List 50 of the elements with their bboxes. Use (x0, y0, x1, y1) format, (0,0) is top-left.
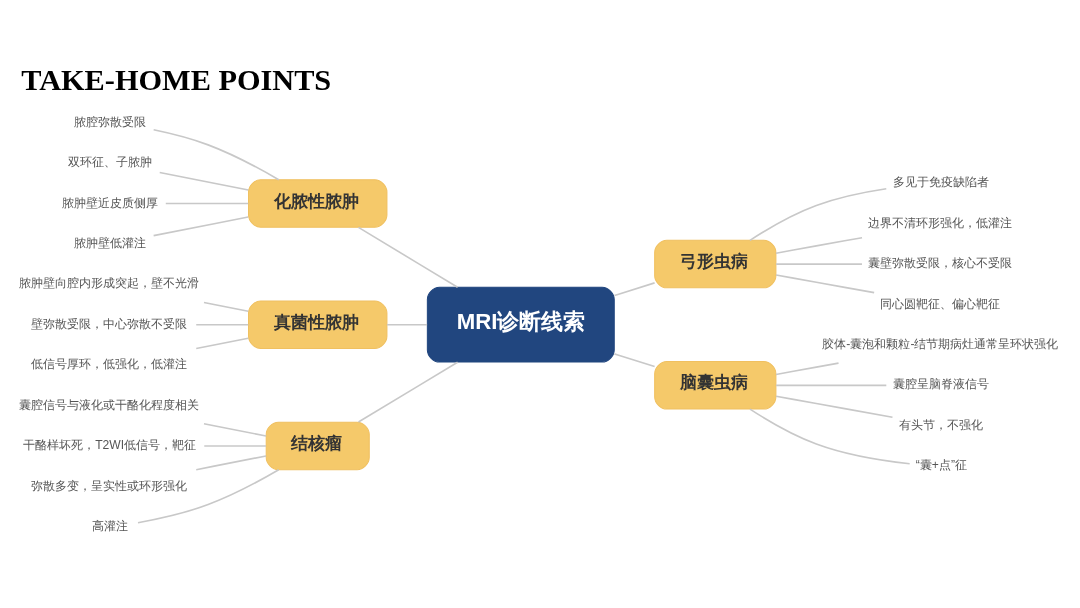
node-text: 双环征、子脓肿 (67, 155, 152, 170)
node-text: 多见于免疫缺陷者 (892, 175, 989, 190)
node-box: 弓形虫病 (654, 239, 777, 289)
node-box: 真菌性脓肿 (248, 300, 388, 349)
connector (203, 422, 267, 437)
connector (164, 202, 250, 205)
node-text: 囊腔呈脑脊液信号 (892, 377, 989, 392)
connector (613, 282, 656, 297)
connector (357, 226, 459, 288)
connector (749, 408, 911, 465)
connector (137, 468, 280, 524)
node-box: 脑囊虫病 (654, 361, 777, 410)
connector (195, 323, 250, 326)
node-text: 脓肿壁近皮质侧厚 (61, 195, 158, 210)
node-text: 有头节，不强化 (898, 417, 983, 432)
connector (152, 128, 280, 181)
connector (195, 337, 250, 350)
connector (775, 274, 875, 294)
connector (749, 187, 888, 242)
connector (613, 353, 656, 368)
connector (195, 455, 267, 471)
connector (203, 445, 267, 447)
node-text: 脓肿壁向腔内形成突起，壁不光滑 (19, 276, 200, 291)
node-text: 胶体-囊泡和颗粒-结节期病灶通常呈环状强化 (822, 337, 1059, 352)
node-box: 化脓性脓肿 (248, 179, 388, 228)
connector (158, 171, 250, 191)
node-box: 结核瘤 (265, 421, 370, 471)
node-text: 壁弥散受限，中心弥散不受限 (31, 316, 188, 331)
node-text: 弥散多变，呈实性或环形强化 (31, 478, 188, 493)
node-text: 脓腔弥散受限 (73, 114, 146, 129)
node-text: 边界不清环形强化，低灌注 (868, 215, 1013, 230)
connector (775, 263, 863, 265)
connector (203, 301, 250, 312)
connector (386, 323, 428, 326)
node-text: 脓肿壁低灌注 (73, 236, 146, 251)
node-text: 干酪样坏死，T2WI低信号，靶征 (23, 438, 197, 453)
connector (775, 384, 888, 387)
node-text: 囊腔信号与液化或干酪化程度相关 (19, 397, 200, 412)
connector (775, 362, 840, 376)
diagram-title: TAKE-HOME POINTS (21, 63, 332, 98)
connector (152, 216, 249, 237)
node-text: 高灌注 (91, 518, 128, 533)
node-text: “囊+点”征 (915, 458, 967, 473)
node-text: 低信号厚环，低强化，低灌注 (31, 357, 188, 372)
connector (775, 236, 863, 254)
node-text: 囊壁弥散受限，核心不受限 (868, 256, 1013, 271)
node-box: MRI诊断线索 (426, 286, 615, 363)
connector (357, 361, 459, 423)
node-text: 同心圆靶征、偏心靶征 (880, 296, 1001, 311)
connector (775, 395, 894, 418)
